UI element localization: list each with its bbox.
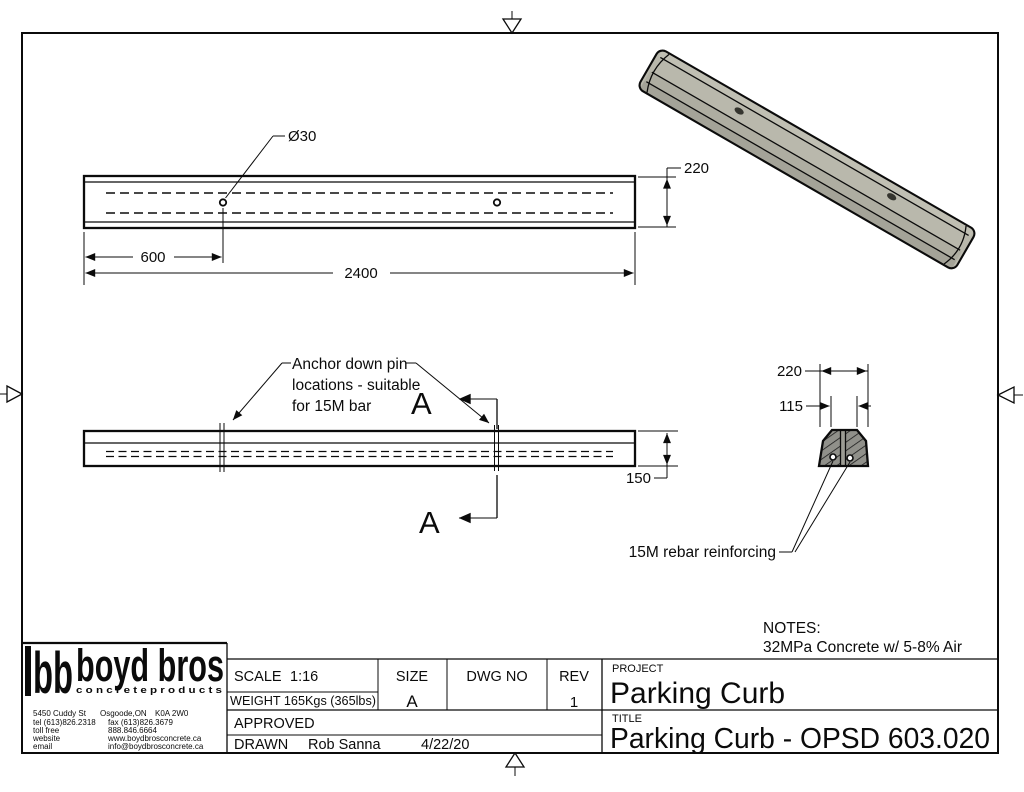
dim-150: 150 xyxy=(626,430,678,487)
logo-tagline: c o n c r e t e p r o d u c t s xyxy=(76,685,222,695)
addr-fax: fax (613)826.3679 xyxy=(108,718,173,727)
drawing-frame xyxy=(0,11,1023,776)
scale-value: 1:16 xyxy=(290,669,318,685)
addr-tollfree-label: toll free xyxy=(33,726,60,735)
dim-2400: 2400 xyxy=(85,232,636,285)
section-a-a-view: 220 115 15M rebar reinforcing xyxy=(629,363,871,561)
section-letter-top: A xyxy=(411,386,432,421)
anchor-pin-right xyxy=(494,425,499,471)
scale-label: SCALE xyxy=(234,669,282,685)
rev-value: 1 xyxy=(570,694,578,711)
notes-line1: 32MPa Concrete w/ 5-8% Air xyxy=(763,639,962,656)
addr-city: Osgoode,ON xyxy=(100,709,147,718)
notes-block: NOTES: 32MPa Concrete w/ 5-8% Air xyxy=(763,620,962,656)
dwg-no-label: DWG NO xyxy=(466,669,527,685)
addr-website-url: www.boydbrosconcrete.ca xyxy=(107,734,202,743)
section-letter-bottom: A xyxy=(419,505,440,540)
frame-center-mark-right xyxy=(996,385,1023,405)
iso-view xyxy=(638,49,976,270)
anchor-note-line2: locations - suitable xyxy=(292,377,420,394)
dim-115-section-label: 115 xyxy=(779,398,803,415)
addr-postal: K0A 2W0 xyxy=(155,709,189,718)
weight-label: WEIGHT 165Kgs (365lbs) xyxy=(230,693,376,708)
title-block: SCALE 1:16 WEIGHT 165Kgs (365lbs) SIZE A… xyxy=(23,641,998,755)
size-value: A xyxy=(406,692,418,711)
section-cut-a-a: A A xyxy=(411,386,498,540)
company-logo-block: bb boyd bros c o n c r e t e p r o d u c… xyxy=(25,640,224,751)
anchor-note-line3: for 15M bar xyxy=(292,398,371,415)
project-value: Parking Curb xyxy=(610,677,785,710)
frame-center-mark-left xyxy=(0,384,24,404)
elevation-view: Anchor down pin locations - suitable for… xyxy=(82,356,678,540)
logo-left-bar xyxy=(25,646,31,696)
anchor-hole-left xyxy=(218,198,228,207)
dim-220-plan-label: 220 xyxy=(684,160,709,177)
drawn-date: 4/22/20 xyxy=(421,737,469,753)
rebar-left xyxy=(829,453,837,461)
plan-view: Ø30 600 2400 220 xyxy=(82,128,709,285)
addr-email-address: info@boydbrosconcrete.ca xyxy=(108,742,204,751)
size-label: SIZE xyxy=(396,669,429,685)
approved-label: APPROVED xyxy=(234,716,315,732)
title-label: TITLE xyxy=(612,713,642,725)
dim-220-plan: 220 xyxy=(638,160,709,228)
logo-name: boyd bros xyxy=(76,640,224,691)
addr-website-label: website xyxy=(32,734,61,743)
rebar-right xyxy=(846,454,854,462)
anchor-pin-note: Anchor down pin locations - suitable for… xyxy=(232,356,490,424)
dim-2400-label: 2400 xyxy=(344,265,377,282)
hole-diameter-callout: Ø30 xyxy=(225,128,316,199)
frame-center-mark-top xyxy=(501,11,523,35)
hole-diameter-label: Ø30 xyxy=(288,128,316,145)
drawn-label: DRAWN xyxy=(234,737,288,753)
rebar-callout: 15M rebar reinforcing xyxy=(629,460,851,561)
dim-220-section: 220 xyxy=(777,363,868,380)
dim-150-label: 150 xyxy=(626,470,651,487)
anchor-hole-right xyxy=(492,198,502,207)
anchor-note-line1: Anchor down pin xyxy=(292,356,407,373)
rebar-label: 15M rebar reinforcing xyxy=(629,544,776,561)
drawn-by: Rob Sanna xyxy=(308,737,381,753)
iso-hole-right xyxy=(887,193,897,201)
dim-115-section: 115 xyxy=(779,398,871,415)
curb-cross-section xyxy=(817,428,870,468)
rev-label: REV xyxy=(559,669,589,685)
frame-center-mark-bottom xyxy=(504,751,526,776)
iso-hole-left xyxy=(734,107,744,115)
anchor-pin-left xyxy=(219,423,225,472)
dim-600-label: 600 xyxy=(140,249,165,266)
dim-600: 600 xyxy=(83,208,224,285)
addr-tollfree-number: 888.846.6664 xyxy=(108,726,157,735)
logo-address: 5450 Cuddy St Osgoode,ON K0A 2W0 tel (61… xyxy=(32,709,204,751)
addr-tel: tel (613)826.2318 xyxy=(33,718,96,727)
title-value: Parking Curb - OPSD 603.020 xyxy=(610,723,990,755)
logo-monogram: bb xyxy=(33,641,73,706)
addr-street: 5450 Cuddy St xyxy=(33,709,87,718)
project-label: PROJECT xyxy=(612,663,664,675)
notes-heading: NOTES: xyxy=(763,620,821,637)
dim-220-section-label: 220 xyxy=(777,363,802,380)
addr-email-label: email xyxy=(33,742,52,751)
